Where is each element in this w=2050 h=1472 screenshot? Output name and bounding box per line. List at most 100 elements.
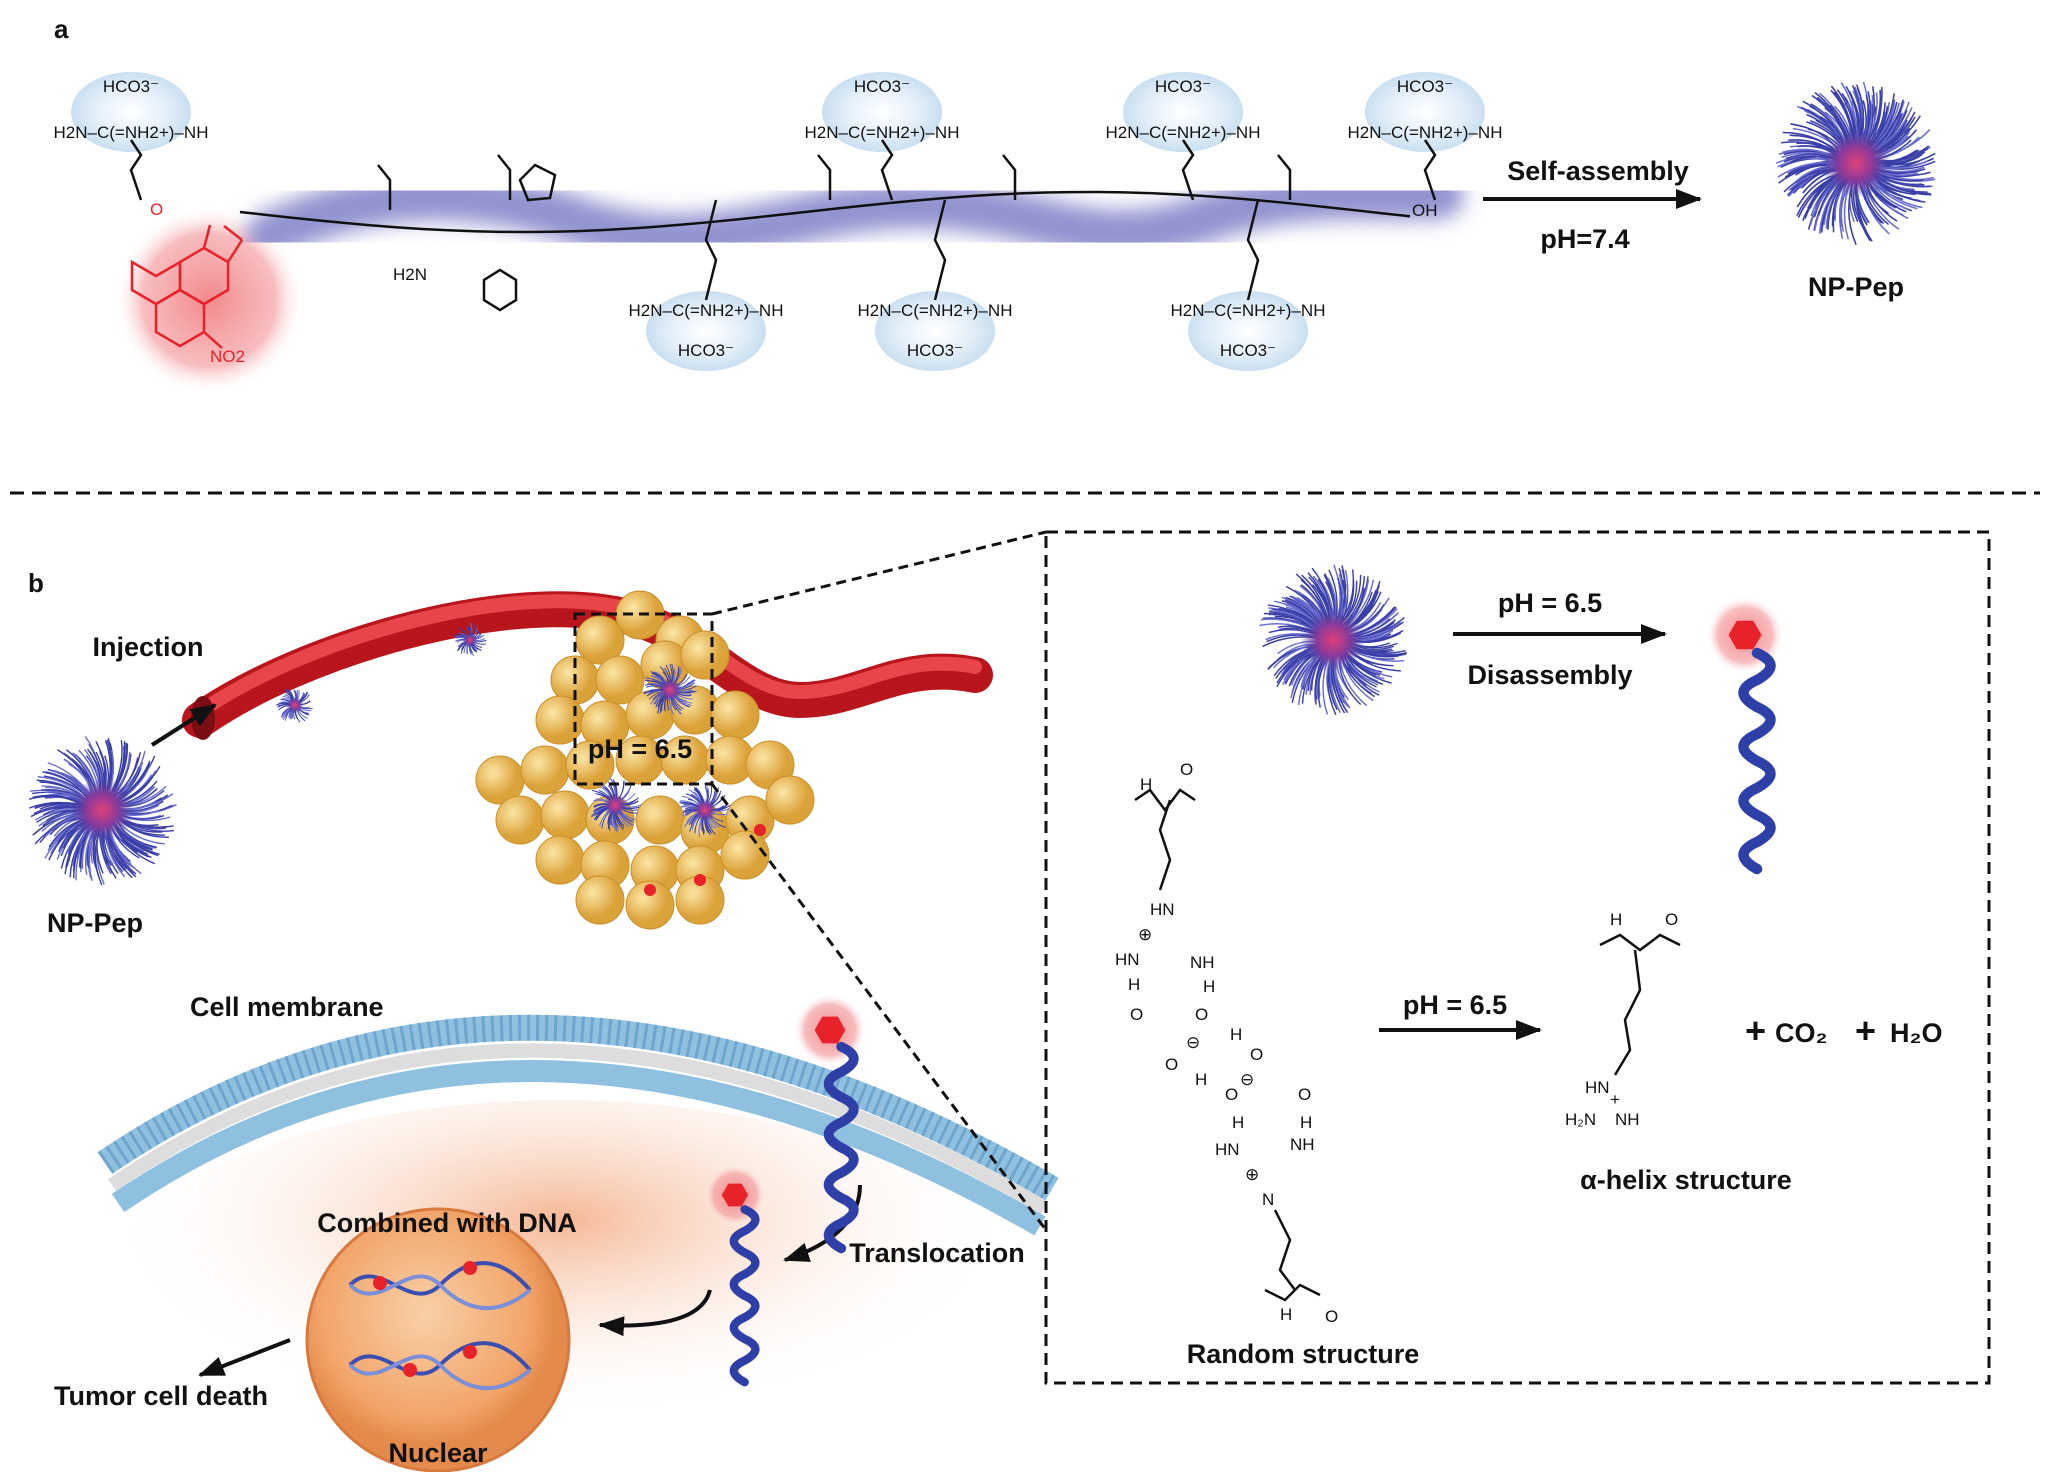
sidechain-bond bbox=[1275, 1210, 1295, 1290]
ph-7-4-label: pH=7.4 bbox=[1540, 224, 1629, 254]
panel-a: a HCO3⁻HCO3⁻HCO3⁻HCO3⁻HCO3⁻HCO3⁻HCO3⁻ H2… bbox=[54, 14, 1936, 395]
hco3-label: HCO3⁻ bbox=[103, 77, 159, 96]
reaction-ph-label: pH = 6.5 bbox=[1403, 990, 1507, 1020]
micelle-core bbox=[658, 678, 681, 701]
guanidinium-label: H2N–C(=NH2+)–NH bbox=[858, 301, 1013, 320]
atom-h2n: H₂N bbox=[1565, 1110, 1596, 1129]
panel-b: b Cell membrane Combined with DNA Nuclea… bbox=[28, 532, 1989, 1472]
atom-o: O bbox=[1130, 1005, 1143, 1024]
amide-terminal: H2N bbox=[393, 265, 427, 284]
cell-membrane-label: Cell membrane bbox=[190, 992, 384, 1022]
sidechain-bond bbox=[1160, 800, 1170, 890]
guanidinium-label: H2N–C(=NH2+)–NH bbox=[1171, 301, 1326, 320]
probe-oxygen: O bbox=[150, 200, 163, 219]
micelle-core bbox=[1301, 608, 1366, 673]
self-assembly-label: Self-assembly bbox=[1507, 156, 1689, 186]
np-pep-micelle bbox=[1776, 82, 1935, 245]
plus-sign-2: + bbox=[1855, 1010, 1876, 1051]
minus-charge: ⊖ bbox=[1186, 1033, 1200, 1052]
np-pep-micelle-injected bbox=[29, 736, 176, 885]
atom-nh: NH bbox=[1615, 1110, 1640, 1129]
plus-charge: + bbox=[1610, 1090, 1620, 1109]
acid-terminal: OH bbox=[1412, 201, 1438, 220]
atom-o: O bbox=[1325, 1307, 1338, 1326]
translocation-label: Translocation bbox=[849, 1238, 1025, 1268]
guanidinium-label: H2N–C(=NH2+)–NH bbox=[805, 123, 960, 142]
probe-marker bbox=[644, 884, 656, 896]
disassembly-ph-label: pH = 6.5 bbox=[1498, 588, 1602, 618]
panel-b-letter: b bbox=[28, 568, 44, 598]
atom-h: H bbox=[1128, 975, 1140, 994]
guanidinium-label: H2N–C(=NH2+)–NH bbox=[629, 301, 784, 320]
tumor-cell-sphere bbox=[536, 696, 584, 744]
probe-marker bbox=[694, 874, 706, 886]
micelle-core bbox=[603, 793, 626, 816]
combined-with-dna-label: Combined with DNA bbox=[317, 1208, 576, 1238]
injection-label: Injection bbox=[92, 632, 203, 662]
tumor-cell-sphere bbox=[636, 796, 684, 844]
atom-nh: NH bbox=[1290, 1135, 1315, 1154]
atom-o: O bbox=[1665, 910, 1678, 929]
inset-micelle bbox=[1259, 565, 1406, 715]
atom-h: H bbox=[1610, 910, 1622, 929]
guanidinium-label: H2N–C(=NH2+)–NH bbox=[1348, 123, 1503, 142]
atom-h: H bbox=[1195, 1070, 1207, 1089]
atom-n: N bbox=[1262, 1190, 1274, 1209]
atom-h: H bbox=[1300, 1113, 1312, 1132]
atom-hn: HN bbox=[1150, 900, 1175, 919]
alpha-helix-label: α-helix structure bbox=[1580, 1165, 1792, 1195]
disassembly-label: Disassembly bbox=[1467, 660, 1632, 690]
atom-hn: HN bbox=[1115, 950, 1140, 969]
random-structure-chemistry: HOHN⊕HNNHHHOO⊖OHOH⊖OOHHHNNH⊕NHO bbox=[1115, 760, 1338, 1326]
hco3-label: HCO3⁻ bbox=[678, 341, 734, 360]
hco3-label: HCO3⁻ bbox=[907, 341, 963, 360]
tumor-cell-sphere bbox=[721, 831, 769, 879]
np-pep-label-b: NP-Pep bbox=[47, 908, 143, 938]
tumor-cell-sphere bbox=[711, 691, 759, 739]
hco3-label: HCO3⁻ bbox=[1397, 77, 1453, 96]
micelle-core bbox=[693, 798, 716, 821]
plus-charge: ⊕ bbox=[1245, 1165, 1259, 1184]
probe-marker bbox=[754, 824, 766, 836]
tumor-cell-sphere bbox=[541, 791, 589, 839]
tumor-cell-sphere bbox=[496, 796, 544, 844]
atom-h: H bbox=[1280, 1305, 1292, 1324]
tumor-ph-label: pH = 6.5 bbox=[588, 734, 692, 764]
tumor-cell-sphere bbox=[766, 776, 814, 824]
tumor-cell-sphere bbox=[576, 876, 624, 924]
sidechain-bond bbox=[1615, 950, 1640, 1075]
micelle-core bbox=[287, 697, 303, 713]
atom-o: O bbox=[1165, 1055, 1178, 1074]
micelle-core bbox=[1821, 128, 1891, 198]
minus-charge: ⊖ bbox=[1240, 1070, 1254, 1089]
tumor-cell-death-label: Tumor cell death bbox=[54, 1381, 268, 1411]
zoom-line-top bbox=[712, 532, 1046, 614]
atom-o: O bbox=[1225, 1085, 1238, 1104]
co2-label: CO₂ bbox=[1775, 1018, 1828, 1048]
atom-h: H bbox=[1232, 1113, 1244, 1132]
phenyl-ring bbox=[484, 270, 516, 310]
atom-nh: NH bbox=[1190, 953, 1215, 972]
np-pep-label: NP-Pep bbox=[1808, 272, 1904, 302]
guanidinium-label: H2N–C(=NH2+)–NH bbox=[1106, 123, 1261, 142]
hco3-label: HCO3⁻ bbox=[1220, 341, 1276, 360]
nucleus bbox=[307, 1209, 569, 1471]
tumor-cell-sphere bbox=[536, 836, 584, 884]
atom-hn: HN bbox=[1585, 1078, 1610, 1097]
hco3-label: HCO3⁻ bbox=[1155, 77, 1211, 96]
atom-h: H bbox=[1140, 775, 1152, 794]
plus-sign-1: + bbox=[1745, 1010, 1766, 1051]
tumor-cell-sphere bbox=[521, 746, 569, 794]
nitro-group: NO2 bbox=[210, 347, 245, 366]
hco3-label: HCO3⁻ bbox=[854, 77, 910, 96]
plus-charge: ⊕ bbox=[1138, 925, 1152, 944]
micelle-core bbox=[70, 778, 135, 843]
h2o-label: H₂O bbox=[1890, 1018, 1943, 1048]
guanidinium-label: H2N–C(=NH2+)–NH bbox=[54, 123, 209, 142]
atom-o: O bbox=[1298, 1085, 1311, 1104]
free-peptide-helix bbox=[1706, 596, 1784, 869]
atom-o: O bbox=[1195, 1005, 1208, 1024]
tumor-cell-sphere bbox=[681, 631, 729, 679]
helix-ribbon bbox=[1744, 653, 1771, 869]
